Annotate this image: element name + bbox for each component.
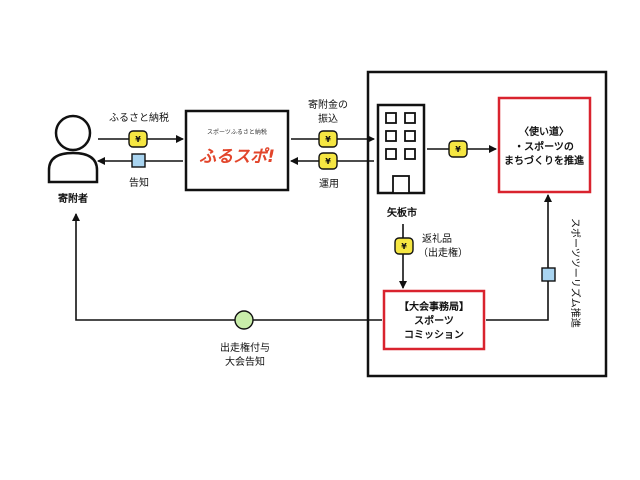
notice-document-icon [131,153,146,168]
arrow-office-to-goal [486,194,552,321]
office-box [382,289,486,351]
svg-text:¥: ¥ [325,135,331,144]
svg-text:¥: ¥ [455,145,461,154]
flow-label-gift-1: 返礼品 [422,232,452,245]
coin-icon: ¥ [448,140,468,158]
office-line-1: 【大会事務局】 [399,300,469,313]
goal-line-1: 〈使い道〉 [519,125,569,138]
coin-icon: ¥ [318,130,338,148]
city-region-box [366,70,608,378]
flow-label-notice: 告知 [129,176,149,189]
furusato-tagline: スポーツふるさと納税 [207,128,267,136]
tourism-document-icon [541,267,556,282]
furusato-logo-text: ふるスポ! [199,147,275,167]
flow-label-bottom-2: 大会告知 [225,355,265,368]
entry-right-circle-icon [234,310,254,330]
building-icon [376,103,426,195]
office-line-3: コミッション [404,329,464,341]
furusato-logo-box [184,109,290,192]
flow-label-furusato-tax: ふるさと納税 [109,111,169,124]
donor-person-icon [47,114,99,184]
flow-label-gift-2: （出走権） [418,246,468,259]
coin-icon: ¥ [128,130,148,148]
city-label: 矢板市 [387,206,417,219]
arrow-office-to-donor [72,213,382,321]
office-line-2: スポーツ [414,314,454,327]
donor-label: 寄附者 [58,192,88,205]
coin-icon: ¥ [318,152,338,170]
svg-text:¥: ¥ [325,157,331,166]
coin-icon: ¥ [394,237,414,255]
flow-label-tourism: スポーツツーリズム推進 [569,218,582,328]
flow-label-donation-1: 寄附金の [308,98,348,111]
goal-line-3: まちづくりを推進 [504,154,585,167]
flow-label-donation-2: 振込 [318,112,338,125]
svg-text:¥: ¥ [135,135,141,144]
goal-line-2: ・スポーツの [514,140,574,153]
flow-label-bottom-1: 出走権付与 [220,341,270,354]
flow-label-operation: 運用 [319,178,339,190]
goal-box [497,96,592,194]
svg-text:¥: ¥ [401,242,407,251]
